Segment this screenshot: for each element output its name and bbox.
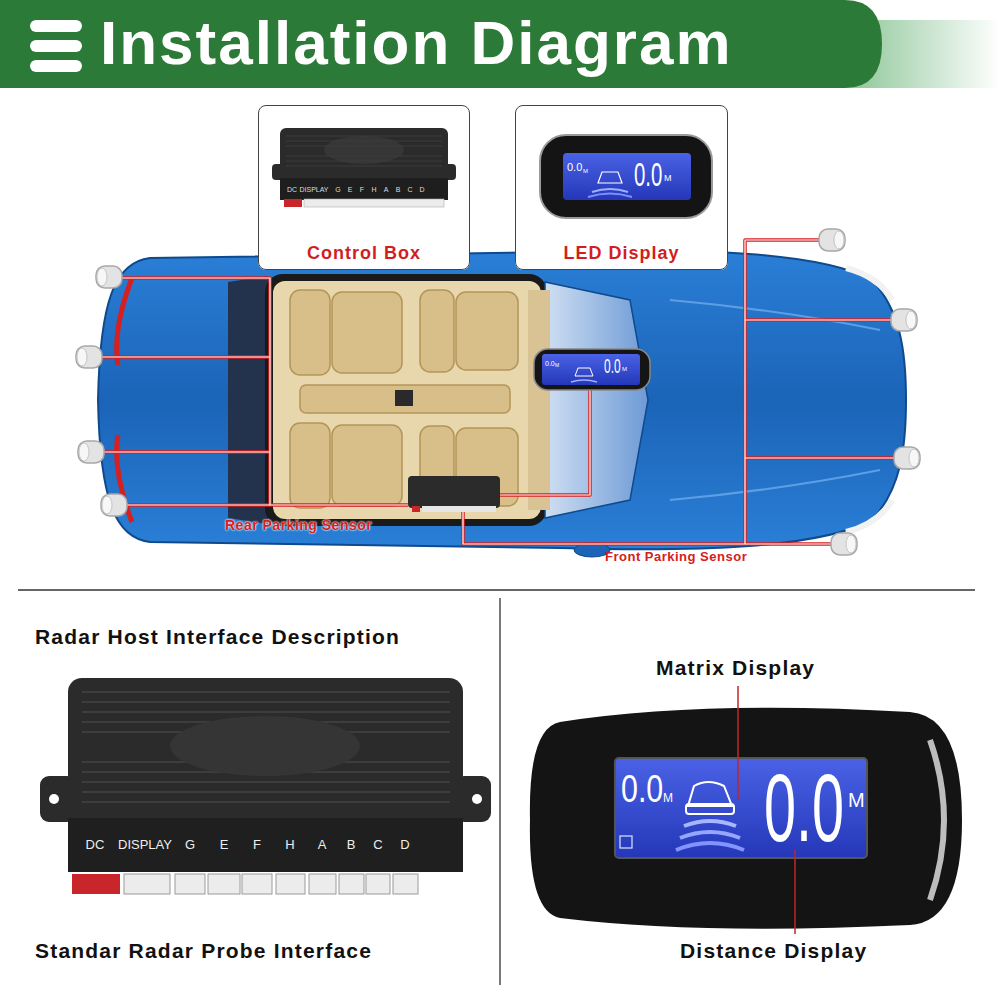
pin-name: D	[400, 838, 409, 851]
lcd-digits: 0.0	[604, 356, 621, 376]
lcd-unit: M	[848, 790, 865, 810]
pin-name: DC	[86, 838, 105, 851]
pin-name: G	[185, 838, 195, 851]
pin-name: F	[360, 186, 364, 193]
pin-name: B	[396, 186, 401, 193]
pin-name: C	[373, 838, 382, 851]
display-large	[530, 708, 962, 929]
display-picture	[540, 135, 712, 218]
lcd-unit: M	[583, 168, 588, 174]
display-small	[534, 349, 650, 390]
pin-name: DC	[287, 186, 297, 193]
lcd-unit: M	[622, 366, 627, 372]
menu-icon	[30, 20, 82, 72]
pin-name: C	[407, 186, 412, 193]
section-heading: Radar Host Interface Description	[35, 626, 400, 647]
control-box-picture	[272, 128, 456, 207]
pin-name: D	[419, 186, 424, 193]
pin-name: H	[285, 838, 294, 851]
lcd-unit: M	[555, 363, 559, 368]
lcd-digits: 0.0	[621, 770, 663, 808]
sensor-face	[77, 231, 919, 553]
pin-name: F	[253, 838, 261, 851]
lcd-unit: M	[664, 174, 672, 183]
pin-name: H	[371, 186, 376, 193]
frame-ground	[515, 105, 728, 270]
pin-name: DISPLAY	[299, 186, 328, 193]
parking-sensor	[76, 229, 920, 555]
picture-frame: LED Display	[515, 105, 728, 270]
callout-label: Matrix Display	[656, 657, 815, 678]
lcd-digits: 0.0	[634, 157, 662, 191]
pin-name: A	[318, 838, 327, 851]
callout-label: Distance Display	[680, 940, 867, 961]
pin-name: E	[220, 838, 229, 851]
title: Installation Diagram	[100, 12, 733, 74]
callout-label: Rear Parking Sensor	[225, 518, 372, 532]
pin-name: G	[335, 186, 340, 193]
lcd-digits: 0.0	[764, 760, 844, 856]
lcd-digits: 0.0	[545, 360, 555, 367]
pin-name: B	[347, 838, 356, 851]
pin-name: A	[384, 186, 389, 193]
title-banner	[0, 0, 882, 88]
frame-caption: LED Display	[555, 244, 687, 269]
frame-caption: Control Box	[299, 244, 429, 269]
section-heading: Standar Radar Probe Interface	[35, 940, 372, 961]
leader-line	[794, 850, 796, 934]
sensor-wire	[100, 240, 896, 544]
divider	[499, 598, 500, 985]
control-box-large	[40, 678, 491, 894]
car-top-view	[98, 243, 906, 557]
frame-ground	[258, 105, 470, 270]
leader-line	[737, 686, 739, 800]
lcd-digits: 0.0	[567, 162, 582, 173]
callout-label: Front Parking Sensor	[605, 550, 747, 563]
control-box-small	[408, 476, 500, 512]
lcd-unit: M	[663, 792, 673, 804]
pin-name: DISPLAY	[118, 838, 172, 851]
divider	[18, 589, 975, 590]
pin-name: E	[348, 186, 353, 193]
